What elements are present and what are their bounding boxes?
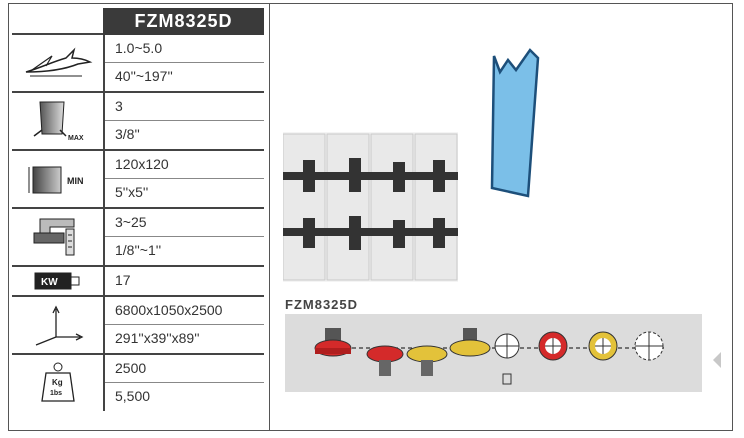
red-spindle-icon	[366, 345, 404, 376]
spec-workpiece: MIN 120x120 5''x5''	[12, 151, 264, 209]
target-icon	[494, 333, 520, 385]
bird-icon	[25, 47, 92, 77]
power-value: 17	[115, 272, 131, 288]
spec-bevel: MAX 3 3/8''	[12, 93, 264, 151]
page-frame	[8, 3, 733, 431]
motor-kw-icon: KW	[34, 272, 79, 290]
weight-imperial: 5,500	[115, 388, 151, 404]
square-size-icon: MIN	[28, 166, 84, 194]
spec-speed: 1.0~5.0 40''~197''	[12, 35, 264, 93]
svg-text:KW: KW	[41, 277, 58, 288]
spec-clamp: 3~25 1/8''~1''	[12, 209, 264, 267]
xyz-axes-icon	[35, 305, 83, 346]
weight-kg-icon: Kg 1bs	[40, 362, 75, 402]
dimensions-metric: 6800x1050x2500	[105, 297, 264, 325]
spindle-strip	[285, 314, 702, 392]
spec-dimensions: 6800x1050x2500 291''x39''x89''	[12, 297, 264, 355]
spec-weight: Kg 1bs 2500 5,500	[12, 355, 264, 411]
speed-metric: 1.0~5.0	[105, 35, 264, 63]
model-header-row: FZM8325D	[12, 8, 264, 35]
yellow-spindle-icon	[449, 328, 491, 357]
red-target-icon	[538, 331, 568, 361]
dimensions-imperial: 291''x39''x89''	[115, 330, 200, 346]
spec-power: KW 17	[12, 267, 264, 297]
dashed-target-icon	[634, 331, 664, 361]
svg-text:Kg: Kg	[52, 378, 63, 387]
workpiece-metric: 120x120	[105, 151, 264, 179]
model-name: FZM8325D	[103, 8, 264, 35]
column-divider	[269, 3, 270, 431]
yellow-spindle-icon	[406, 345, 448, 376]
weight-metric: 2500	[105, 355, 264, 383]
scroll-arrow-icon[interactable]	[711, 350, 723, 370]
product-photo	[283, 132, 458, 282]
clamp-imperial: 1/8''~1''	[115, 242, 162, 258]
workpiece-imperial: 5''x5''	[115, 184, 149, 200]
bevel-metric: 3	[105, 93, 264, 121]
panel-model-label: FZM8325D	[285, 297, 359, 312]
speed-imperial: 40''~197''	[115, 68, 173, 84]
spec-table: FZM8325D 1.0~5.0 40''~197'' MAX 3	[12, 8, 264, 411]
bevel-imperial: 3/8''	[115, 126, 140, 142]
svg-text:1bs: 1bs	[50, 390, 62, 397]
clamp-metric: 3~25	[105, 209, 264, 237]
svg-text:MAX: MAX	[68, 135, 84, 142]
blade-shape-icon	[490, 48, 540, 198]
vise-clamp-icon	[33, 218, 74, 256]
yellow-target-icon	[588, 331, 618, 361]
red-spindle-icon	[314, 328, 352, 357]
svg-text:MIN: MIN	[67, 176, 84, 186]
bevel-angle-icon: MAX	[33, 101, 84, 142]
